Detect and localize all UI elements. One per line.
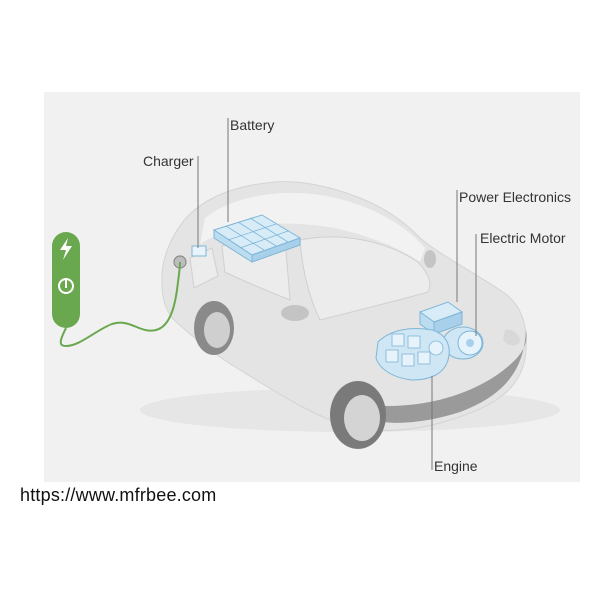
charging-station [52,232,181,348]
watermark-url: https://www.mfrbee.com [20,485,217,505]
lightning-icon [60,238,72,260]
battery-pack [212,214,302,263]
charger-unit [191,245,207,257]
electric-motor-label: Electric Motor [480,230,566,246]
charger-label: Charger [143,153,194,169]
power-electronics-label: Power Electronics [459,189,572,205]
leader-lines [197,118,477,470]
battery-label: Battery [230,117,275,133]
car-illustration [140,181,560,449]
power-electronics-box [418,301,464,335]
engine-label: Engine [434,458,478,474]
engine-block [375,328,450,381]
plug-icon [58,278,74,294]
